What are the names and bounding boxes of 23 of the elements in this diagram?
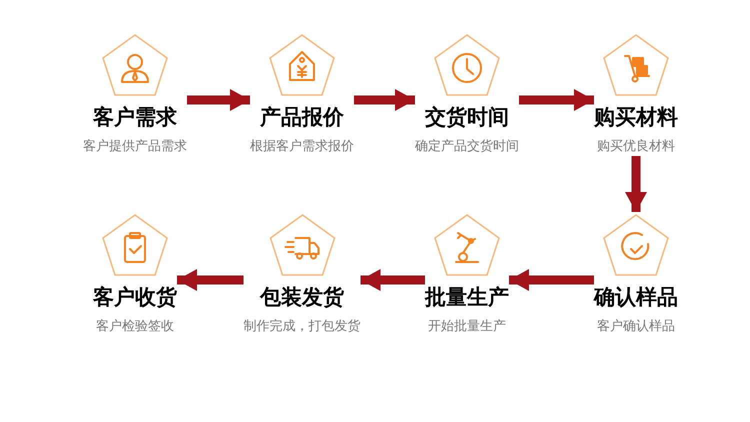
arrow xyxy=(354,89,415,111)
step-description: 确定产品交货时间 xyxy=(415,138,519,156)
step-title: 交货时间 xyxy=(425,104,509,130)
step-description: 客户检验签收 xyxy=(96,318,174,336)
step-description: 客户确认样品 xyxy=(597,318,675,336)
step-description: 购买优良材料 xyxy=(597,138,675,156)
arrow xyxy=(177,269,244,291)
step-description: 制作完成，打包发货 xyxy=(244,318,360,336)
step-description: 开始批量生产 xyxy=(428,318,506,336)
arrow xyxy=(625,156,647,212)
step-title: 客户需求 xyxy=(93,104,177,130)
arrow xyxy=(187,89,250,111)
step-description: 客户提供产品需求 xyxy=(83,138,187,156)
step-title: 批量生产 xyxy=(425,284,509,310)
step-description: 根据客户需求报价 xyxy=(250,138,354,156)
step-title: 购买材料 xyxy=(594,104,678,130)
step-title: 确认样品 xyxy=(594,284,678,310)
step-title: 包装发货 xyxy=(260,284,344,310)
arrow xyxy=(360,269,425,291)
arrow xyxy=(519,89,594,111)
step-title: 产品报价 xyxy=(260,104,344,130)
arrow xyxy=(509,269,594,291)
step-title: 客户收货 xyxy=(93,284,177,310)
